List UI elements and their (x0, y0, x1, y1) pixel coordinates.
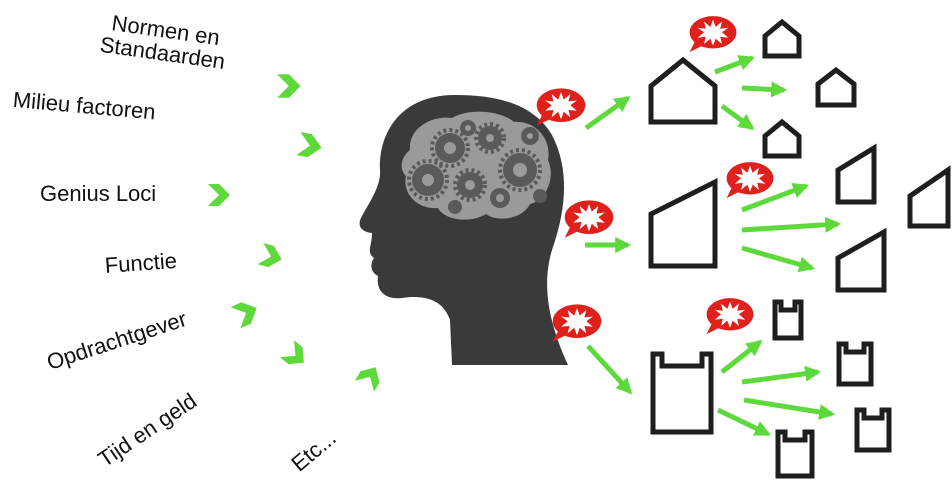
container-shape-large (650, 351, 714, 435)
factor-label-genius-loci: Genius Loci (40, 181, 157, 206)
container-shape (854, 407, 892, 453)
arrow (720, 340, 763, 374)
container-shape (836, 341, 874, 387)
arrow (741, 245, 816, 273)
head-with-gears-icon (359, 95, 568, 365)
arrow (586, 344, 633, 395)
container-shape (775, 429, 815, 479)
speech-bubble-burst-icon (552, 304, 602, 342)
chevron-right-icon (296, 132, 324, 160)
trapezoid-shape (835, 143, 877, 205)
arrow (584, 95, 631, 131)
arrow (741, 365, 822, 385)
chevron-right-icon (279, 340, 311, 372)
trapezoid-shape (907, 165, 951, 229)
house-shape (762, 18, 802, 59)
trapezoid-shape-large (648, 177, 718, 269)
arrow (741, 81, 788, 98)
speech-bubble-burst-icon (706, 298, 754, 335)
arrows (584, 55, 842, 437)
house-shape-large (648, 56, 718, 125)
arrow (741, 216, 842, 233)
chevron-right-icon (257, 243, 285, 270)
chevron-right-icon (277, 74, 301, 98)
trapezoid-shape (835, 227, 887, 293)
house-shapes (648, 18, 857, 159)
arrow (716, 407, 771, 437)
chevron-icons (208, 74, 386, 392)
arrow (743, 397, 836, 420)
container-shape (772, 299, 804, 341)
house-shape (762, 118, 802, 159)
trapezoid-shapes (648, 143, 951, 293)
house-shape (815, 66, 857, 108)
speech-bubble-burst-icon (689, 16, 737, 53)
chevron-right-icon (208, 184, 230, 206)
arrow (741, 183, 809, 213)
arrow (720, 103, 755, 131)
speech-bubble-burst-icon (536, 88, 586, 126)
container-shapes (650, 299, 892, 479)
chevron-right-icon (354, 361, 386, 392)
chevron-right-icon (230, 297, 262, 329)
arrow (714, 55, 755, 75)
speech-bubble-burst-icon (726, 162, 774, 199)
speech-bubble-burst-icon (564, 200, 614, 238)
